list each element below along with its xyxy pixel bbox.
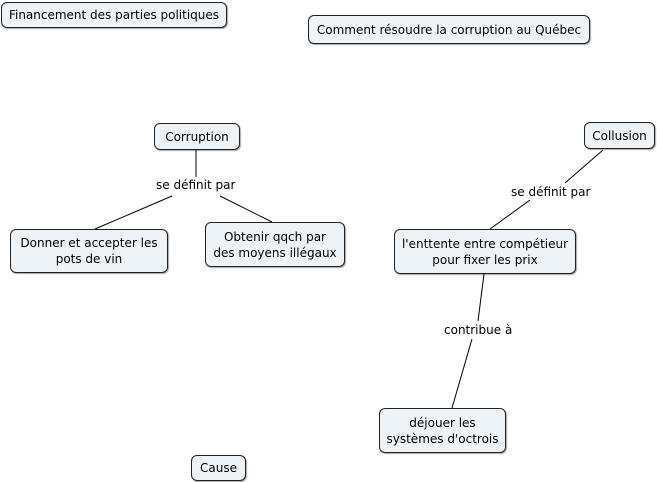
link-label-corruption-definit: se définit par [153,177,239,193]
node-entente-competiteurs[interactable]: l'enttente entre compétieur pour fixer l… [394,229,576,274]
link-label-collusion-definit: se définit par [508,184,594,200]
node-donner-accepter-pots-de-vin[interactable]: Donner et accepter les pots de vin [10,229,168,273]
connector-label-to-obtenir [219,195,273,223]
connector-collusion-to-label [564,149,604,184]
connector-label-to-donner [94,195,173,230]
node-corruption[interactable]: Corruption [154,123,240,150]
node-comment-resoudre[interactable]: Comment résoudre la corruption au Québec [308,15,590,44]
node-obtenir-moyens-illegaux[interactable]: Obtenir qqch par des moyens illégaux [205,222,345,267]
node-dejouer-systemes-octrois[interactable]: déjouer les systèmes d'octrois [379,408,506,453]
link-label-contribue: contribue à [441,322,516,338]
connector-label-to-dejouer [451,338,473,409]
connector-entente-to-label [477,273,485,322]
connector-label-to-entente [489,199,531,230]
node-collusion[interactable]: Collusion [584,122,655,149]
node-financement-partis[interactable]: Financement des parties politiques [1,2,227,28]
node-cause[interactable]: Cause [191,455,246,481]
